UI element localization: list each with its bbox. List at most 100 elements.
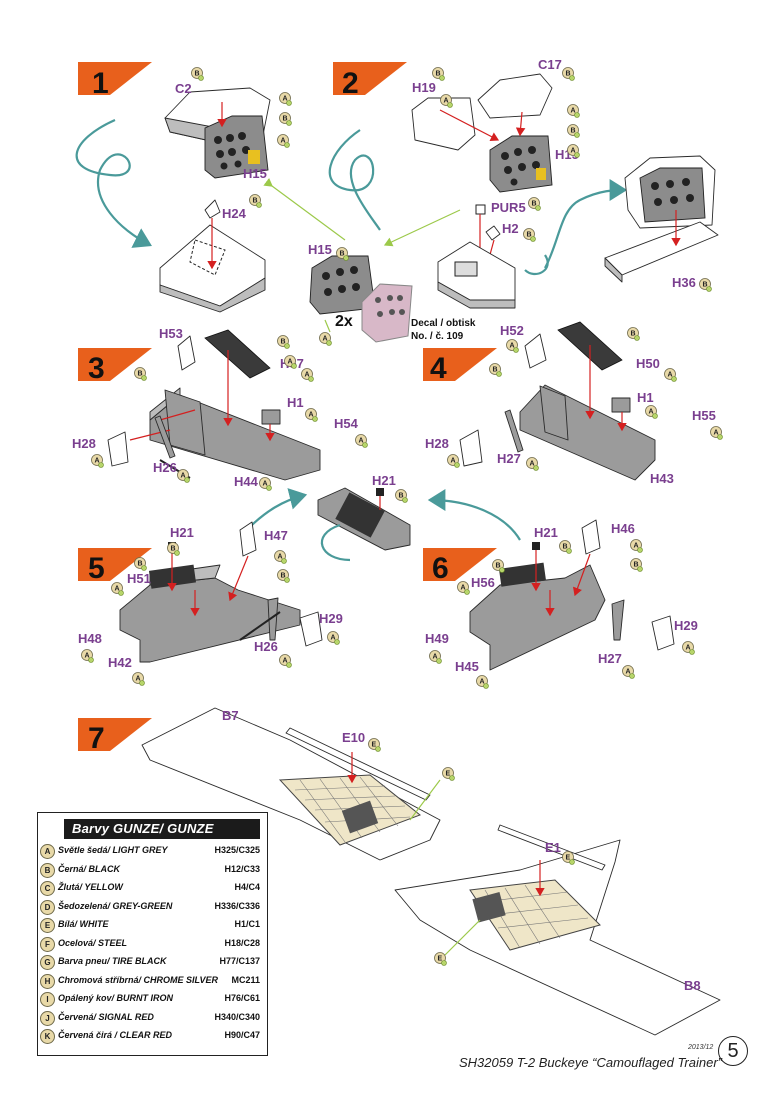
legend-row: D Šedozelená/ GREY-GREEN H336/C336 (40, 899, 264, 917)
legend-colour-code: H336/C336 (214, 901, 260, 911)
legend-colour-code: MC211 (231, 975, 260, 985)
paint-badge-icon: C (40, 881, 55, 896)
svg-text:B: B (532, 201, 537, 208)
legend-row: K Červená čirá / CLEAR RED H90/C47 (40, 1028, 264, 1046)
legend-row: E Bílá/ WHITE H1/C1 (40, 917, 264, 935)
svg-text:A: A (571, 148, 576, 155)
legend-row: B Černá/ BLACK H12/C33 (40, 862, 264, 880)
label-h28-3: H28 (72, 436, 96, 451)
svg-text:4: 4 (430, 352, 447, 385)
legend-colour-name: Opálený kov/ BURNT IRON (58, 993, 174, 1003)
label-h21-center: H21 (372, 473, 396, 488)
svg-text:3: 3 (88, 352, 105, 385)
legend-colour-code: H4/C4 (234, 882, 260, 892)
svg-text:A: A (288, 359, 293, 366)
label-h15-1: H15 (243, 166, 267, 181)
svg-text:A: A (281, 138, 286, 145)
label-h19: H19 (412, 80, 436, 95)
svg-text:E: E (372, 742, 377, 749)
svg-text:B: B (703, 282, 708, 289)
decal-label-1: Decal / obtisk (411, 318, 476, 329)
paint-badge-icon: I (40, 992, 55, 1007)
legend-row: A Světle šedá/ LIGHT GREY H325/C325 (40, 843, 264, 861)
label-h2: H2 (502, 221, 519, 236)
label-h28-4: H28 (425, 436, 449, 451)
legend-row: H Chromová stříbrná/ CHROME SILVER MC211 (40, 973, 264, 991)
label-h15-center: H15 (308, 242, 332, 257)
svg-text:B: B (340, 251, 345, 258)
label-e10: E10 (342, 730, 365, 745)
svg-text:E: E (438, 956, 443, 963)
legend-colour-name: Žlutá/ YELLOW (58, 882, 123, 892)
legend-colour-name: Ocelová/ STEEL (58, 938, 128, 948)
svg-text:B: B (138, 371, 143, 378)
svg-text:A: A (530, 461, 535, 468)
label-h44: H44 (234, 474, 259, 489)
label-h53: H53 (159, 326, 183, 341)
legend-row: I Opálený kov/ BURNT IRON H76/C61 (40, 991, 264, 1009)
paint-badge-icon: A (40, 844, 55, 859)
legend-colour-name: Červená čirá / CLEAR RED (58, 1030, 173, 1040)
label-h50: H50 (636, 356, 660, 371)
h21-subassembly (241, 487, 521, 562)
step-6-drawing (469, 519, 675, 671)
step-flag-3: 3 (78, 348, 152, 385)
svg-text:B: B (283, 116, 288, 123)
label-b8: B8 (684, 978, 701, 993)
step-3-drawing (107, 329, 321, 481)
svg-text:A: A (95, 458, 100, 465)
svg-text:A: A (305, 372, 310, 379)
step-flag-4: 4 (423, 348, 497, 385)
step-flag-1: 1 (78, 62, 152, 100)
label-pur5: PUR5 (491, 200, 526, 215)
svg-text:A: A (323, 336, 328, 343)
paint-badge-icon: E (40, 918, 55, 933)
label-h36: H36 (672, 275, 696, 290)
svg-text:A: A (634, 543, 639, 550)
label-h48: H48 (78, 631, 102, 646)
svg-text:A: A (668, 372, 673, 379)
svg-text:A: A (181, 473, 186, 480)
svg-text:A: A (510, 343, 515, 350)
legend-row: F Ocelová/ STEEL H18/C28 (40, 936, 264, 954)
legend-colour-name: Šedozelená/ GREY-GREEN (58, 901, 173, 911)
legend-colour-name: Chromová stříbrná/ CHROME SILVER (58, 975, 219, 985)
legend-row: J Červená/ SIGNAL RED H340/C340 (40, 1010, 264, 1028)
svg-text:5: 5 (88, 552, 105, 585)
label-h52: H52 (500, 323, 524, 338)
svg-text:B: B (138, 561, 143, 568)
svg-text:B: B (571, 128, 576, 135)
legend-row: C Žlutá/ YELLOW H4/C4 (40, 880, 264, 898)
label-h21-5: H21 (170, 525, 194, 540)
svg-text:B: B (634, 562, 639, 569)
svg-text:A: A (649, 409, 654, 416)
svg-text:B: B (527, 232, 532, 239)
svg-text:A: A (283, 96, 288, 103)
legend-colour-code: H340/C340 (214, 1012, 260, 1022)
colour-legend: Barvy GUNZE/ GUNZE Colour No. A Světle š… (37, 812, 268, 1056)
step-4-drawing (459, 321, 656, 481)
svg-text:B: B (493, 367, 498, 374)
step-2-drawing (328, 73, 719, 309)
svg-text:A: A (433, 654, 438, 661)
svg-text:2: 2 (342, 67, 359, 100)
label-h1-4: H1 (637, 390, 654, 405)
paint-badge-icon: F (40, 937, 55, 952)
center-detail (263, 177, 461, 343)
legend-colour-code: H1/C1 (234, 919, 260, 929)
svg-text:E: E (446, 771, 451, 778)
svg-text:6: 6 (432, 552, 449, 585)
legend-colour-name: Červená/ SIGNAL RED (58, 1012, 154, 1022)
svg-text:B: B (563, 544, 568, 551)
svg-text:A: A (444, 98, 449, 105)
legend-colour-code: H90/C47 (224, 1030, 260, 1040)
legend-colour-code: H18/C28 (224, 938, 260, 948)
svg-text:B: B (436, 71, 441, 78)
paint-badges: B A B A B B B A A B A B B B B A B A A B … (81, 67, 723, 966)
label-h51: H51 (127, 571, 151, 586)
legend-colour-code: H77/C137 (219, 956, 260, 966)
label-h54: H54 (334, 416, 359, 431)
label-h27-4: H27 (497, 451, 521, 466)
legend-title: Barvy GUNZE/ GUNZE Colour No. (64, 819, 260, 856)
